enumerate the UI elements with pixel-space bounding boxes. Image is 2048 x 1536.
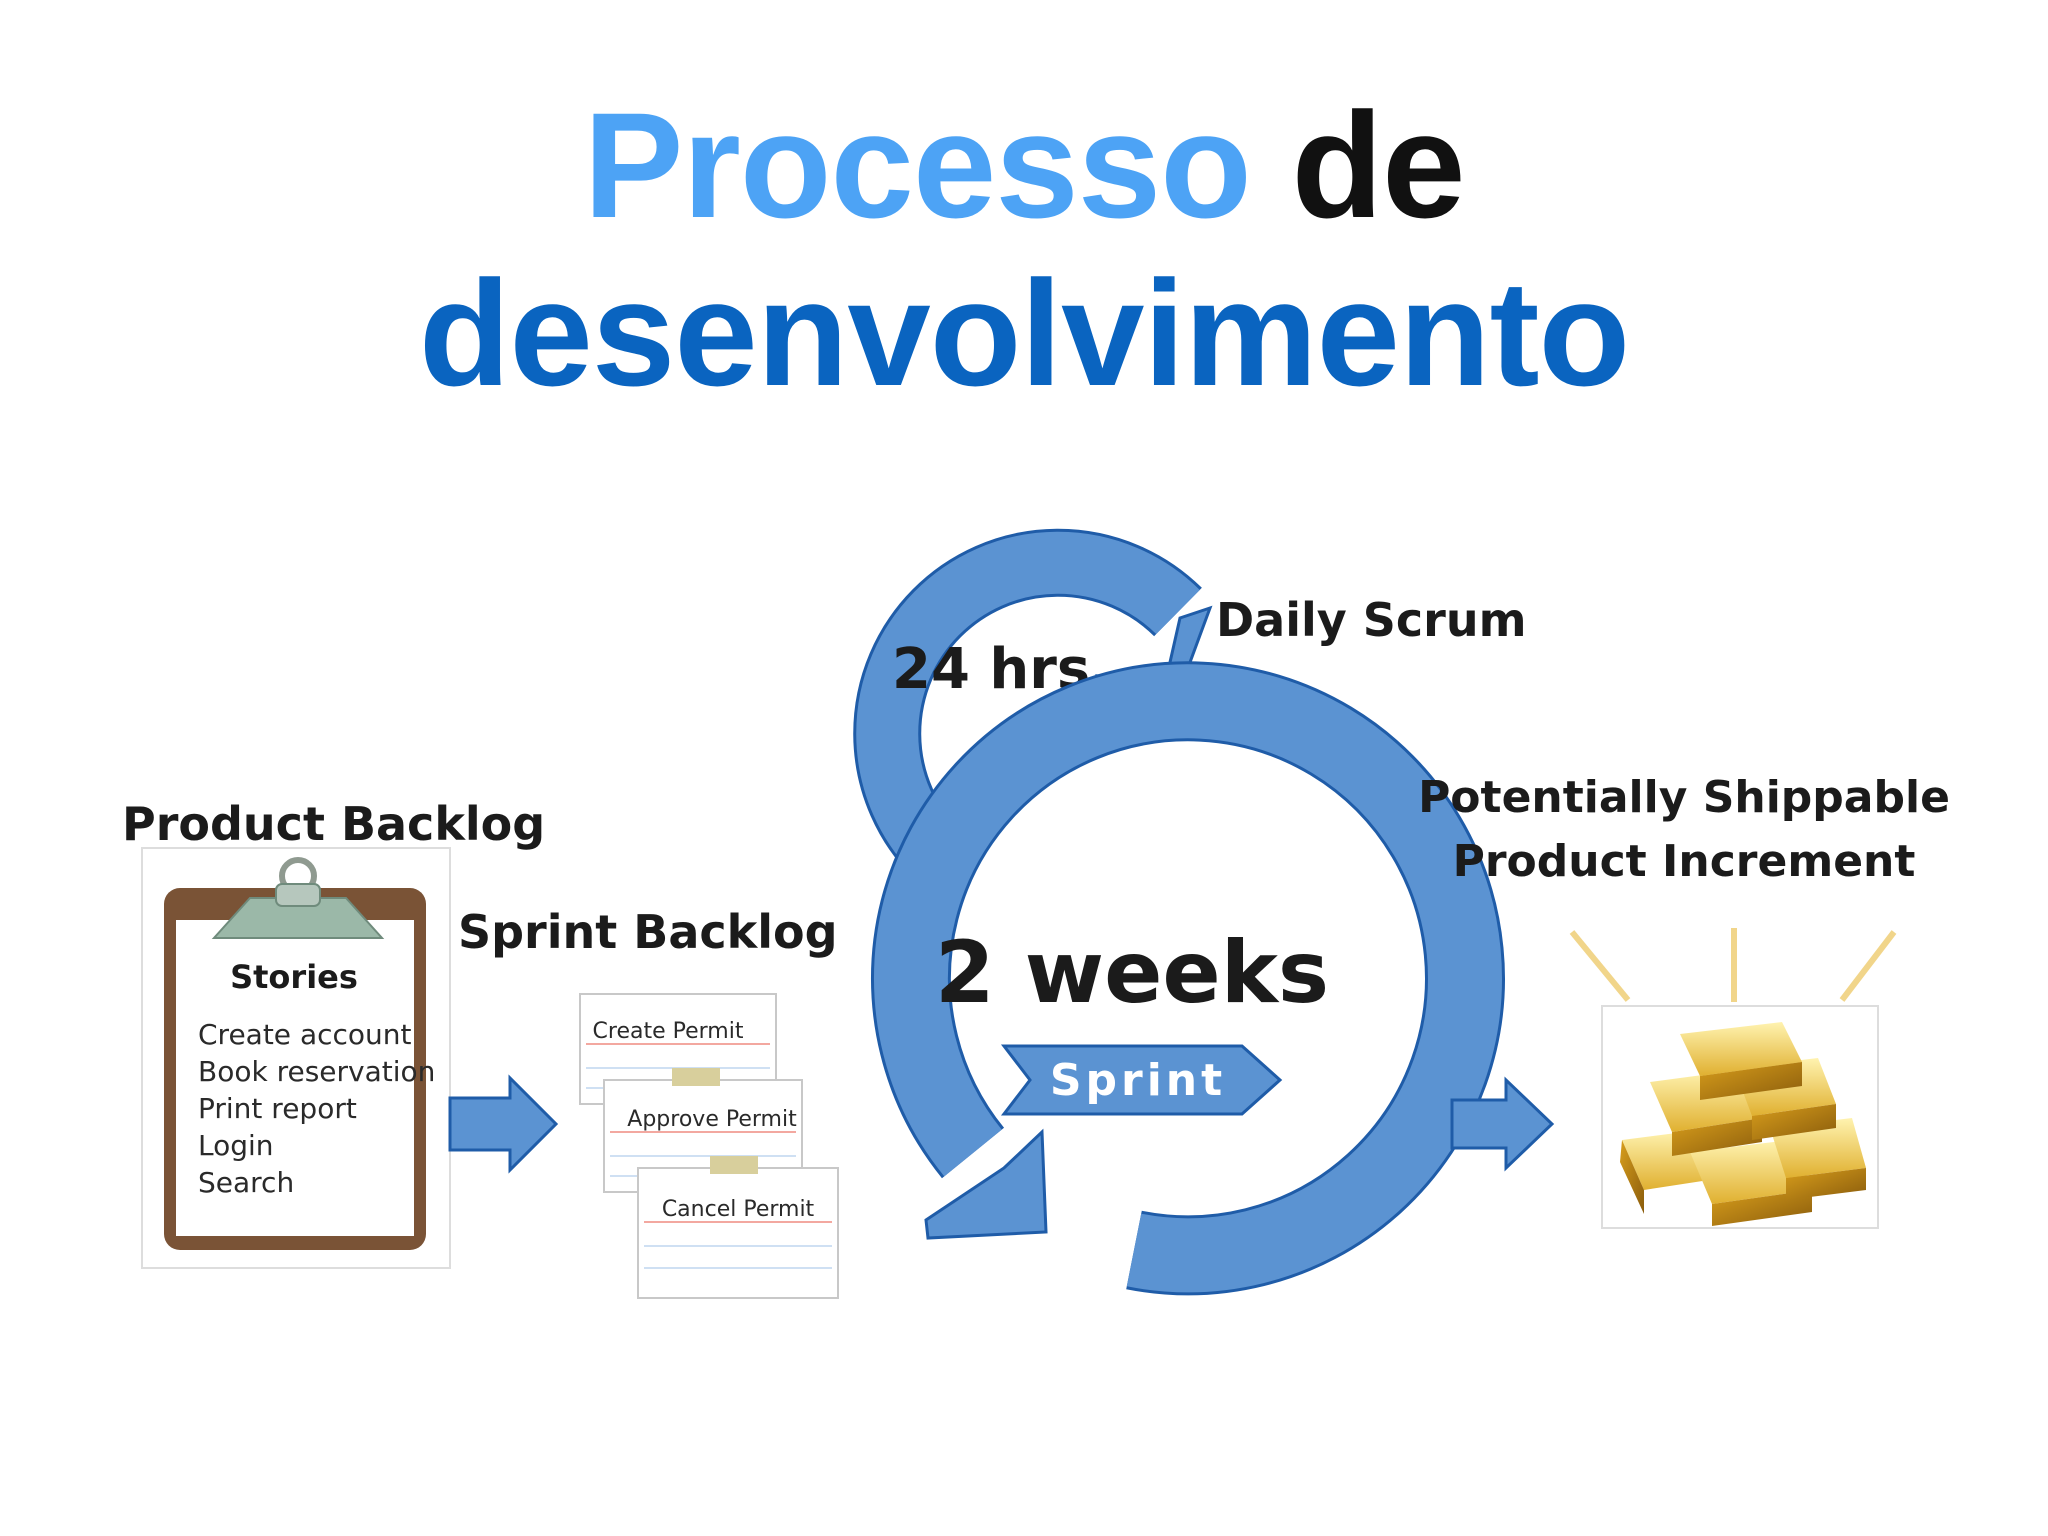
- clipboard: Stories Create account Book reservation …: [141, 847, 451, 1269]
- arrowhead-icon: [924, 1128, 1048, 1240]
- sprint-backlog-cards: Create Permit Approve Permit Cancel Perm…: [579, 993, 839, 1299]
- card-label: Cancel Permit: [662, 1197, 815, 1222]
- card-label: Approve Permit: [627, 1107, 797, 1132]
- story-item: Book reservation: [198, 1055, 435, 1088]
- title-line-2: desenvolvimento: [418, 249, 1630, 417]
- gold-bars-icon: [1569, 928, 1897, 1229]
- product-backlog-label: Product Backlog: [122, 797, 545, 851]
- clipboard-heading: Stories: [230, 958, 358, 996]
- card-cancel-permit: Cancel Permit: [637, 1156, 839, 1299]
- story-item: Create account: [198, 1018, 412, 1051]
- sprint-label: Sprint: [1050, 1055, 1226, 1106]
- sprint-banner: [1000, 1044, 1283, 1116]
- sprint-duration: 2 weeks: [935, 923, 1329, 1023]
- increment-label-line-1: Potentially Shippable: [1418, 772, 1950, 823]
- sprint-backlog-label: Sprint Backlog: [458, 905, 838, 959]
- arrow-right-icon: [1450, 1076, 1555, 1172]
- story-item: Search: [198, 1166, 294, 1199]
- title-word-de: de: [1291, 81, 1466, 249]
- daily-scrum-label: Daily Scrum: [1216, 593, 1527, 647]
- story-item: Print report: [198, 1092, 357, 1125]
- arrow-right-icon: [448, 1074, 559, 1174]
- title-line-1: Processo de: [0, 90, 2048, 240]
- title-word-processo: Processo: [583, 81, 1251, 249]
- increment-label-line-2: Product Increment: [1453, 836, 1916, 887]
- story-item: Login: [198, 1129, 274, 1162]
- card-label: Create Permit: [593, 1019, 744, 1044]
- sprint-cycle-arrow: [871, 661, 1505, 1296]
